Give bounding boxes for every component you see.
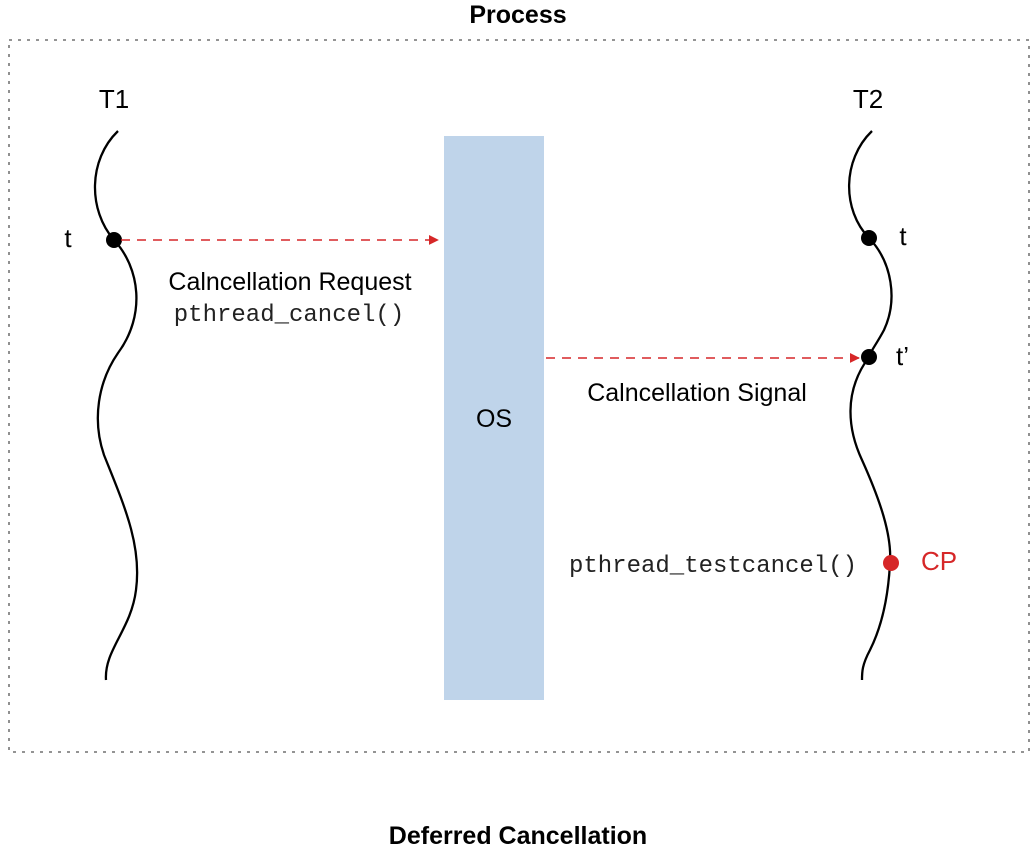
thread-t2-signal-point-label: t’ xyxy=(896,341,909,371)
thread-t2-point-t xyxy=(861,230,877,246)
cancellation-point-label: CP xyxy=(921,546,957,576)
cancellation-signal-label: Calncellation Signal xyxy=(587,379,807,407)
pthread-cancel-function: pthread_cancel() xyxy=(174,302,404,329)
diagram-caption: Deferred Cancellation xyxy=(389,822,647,850)
process-boundary xyxy=(8,39,1030,753)
thread-t2-line xyxy=(847,130,893,681)
thread-t1-point-t xyxy=(106,232,122,248)
thread-t1-line xyxy=(93,130,139,681)
thread-t2-point-label: t xyxy=(899,221,907,251)
cancellation-request-label: Calncellation Request xyxy=(168,268,411,296)
thread-t2-point-t-prime xyxy=(861,349,877,365)
cancellation-point-marker xyxy=(883,555,899,571)
thread-t1-label: T1 xyxy=(99,84,129,114)
thread-t1-point-label: t xyxy=(64,223,72,253)
process-title: Process xyxy=(469,1,566,29)
os-box xyxy=(444,136,544,700)
os-label: OS xyxy=(476,405,512,433)
pthread-testcancel-function: pthread_testcancel() xyxy=(569,553,857,580)
thread-t2-label: T2 xyxy=(853,84,883,114)
